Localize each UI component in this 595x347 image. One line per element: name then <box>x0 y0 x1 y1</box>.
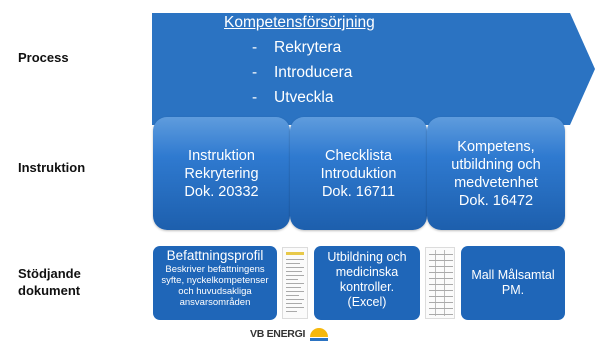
process-item-label: Rekrytera <box>274 39 342 56</box>
logo-text: VB ENERGI <box>250 328 306 340</box>
process-arrow <box>152 13 595 125</box>
document-line: PM. <box>501 283 525 297</box>
process-title: Kompetensförsörjning <box>224 14 375 31</box>
instruction-line: Dok. 16711 <box>321 183 396 200</box>
instruction-box-introduktion: Checklista Introduktion Dok. 16711 <box>290 117 427 230</box>
row-label-line: dokument <box>18 283 81 298</box>
document-line: Utbildning och <box>327 250 407 264</box>
spreadsheet-thumbnail-icon <box>425 247 455 319</box>
instruction-line: Checklista <box>325 147 392 164</box>
row-label-stodjande-dokument: Stödjande dokument <box>18 265 81 299</box>
instruction-line: Rekrytering <box>184 165 259 182</box>
document-line: Mall Målsamtal <box>471 268 555 282</box>
instruction-line: Dok. 20332 <box>184 183 259 200</box>
row-label-instruktion: Instruktion <box>18 160 86 175</box>
document-befattningsprofil: Befattningsprofil Beskriver befattningen… <box>153 246 277 320</box>
bullet-dash: - <box>252 39 258 56</box>
row-label-line: Stödjande <box>18 266 81 281</box>
document-thumbnail-icon <box>282 247 308 319</box>
row-label-process: Process <box>18 50 69 65</box>
document-title: Befattningsprofil <box>166 248 264 263</box>
bullet-dash: - <box>252 89 258 106</box>
instruction-line: Introduktion <box>320 165 397 182</box>
process-item-label: Introducera <box>274 64 353 81</box>
instruction-line: Kompetens, <box>457 138 535 155</box>
sun-logo-icon <box>310 328 329 341</box>
document-mall-malsamtal: Mall Målsamtal PM. <box>461 246 565 320</box>
document-line: (Excel) <box>347 295 387 309</box>
process-item-label: Utveckla <box>274 89 334 106</box>
instruction-line: utbildning och <box>451 156 541 173</box>
instruction-line: Instruktion <box>188 147 255 164</box>
vb-energi-logo: VB ENERGI <box>250 326 330 342</box>
process-item: -Utveckla <box>252 88 333 108</box>
instruction-box-kompetens: Kompetens, utbildning och medvetenhet Do… <box>427 117 565 230</box>
instruction-line: medvetenhet <box>454 174 538 191</box>
document-utbildning: Utbildning och medicinska kontroller. (E… <box>314 246 420 320</box>
document-desc-line: ansvarsområden <box>179 297 251 308</box>
document-line: medicinska <box>335 265 399 279</box>
process-item: -Rekrytera <box>252 38 341 58</box>
document-desc-line: och huvudsakliga <box>178 286 252 297</box>
instruction-box-rekrytering: Instruktion Rekrytering Dok. 20332 <box>153 117 290 230</box>
document-desc-line: Beskriver befattningens <box>165 264 265 275</box>
document-desc-line: syfte, nyckelkompetenser <box>161 275 269 286</box>
bullet-dash: - <box>252 64 258 81</box>
process-item: -Introducera <box>252 63 352 83</box>
instruction-line: Dok. 16472 <box>458 192 534 209</box>
document-line: kontroller. <box>339 280 395 294</box>
